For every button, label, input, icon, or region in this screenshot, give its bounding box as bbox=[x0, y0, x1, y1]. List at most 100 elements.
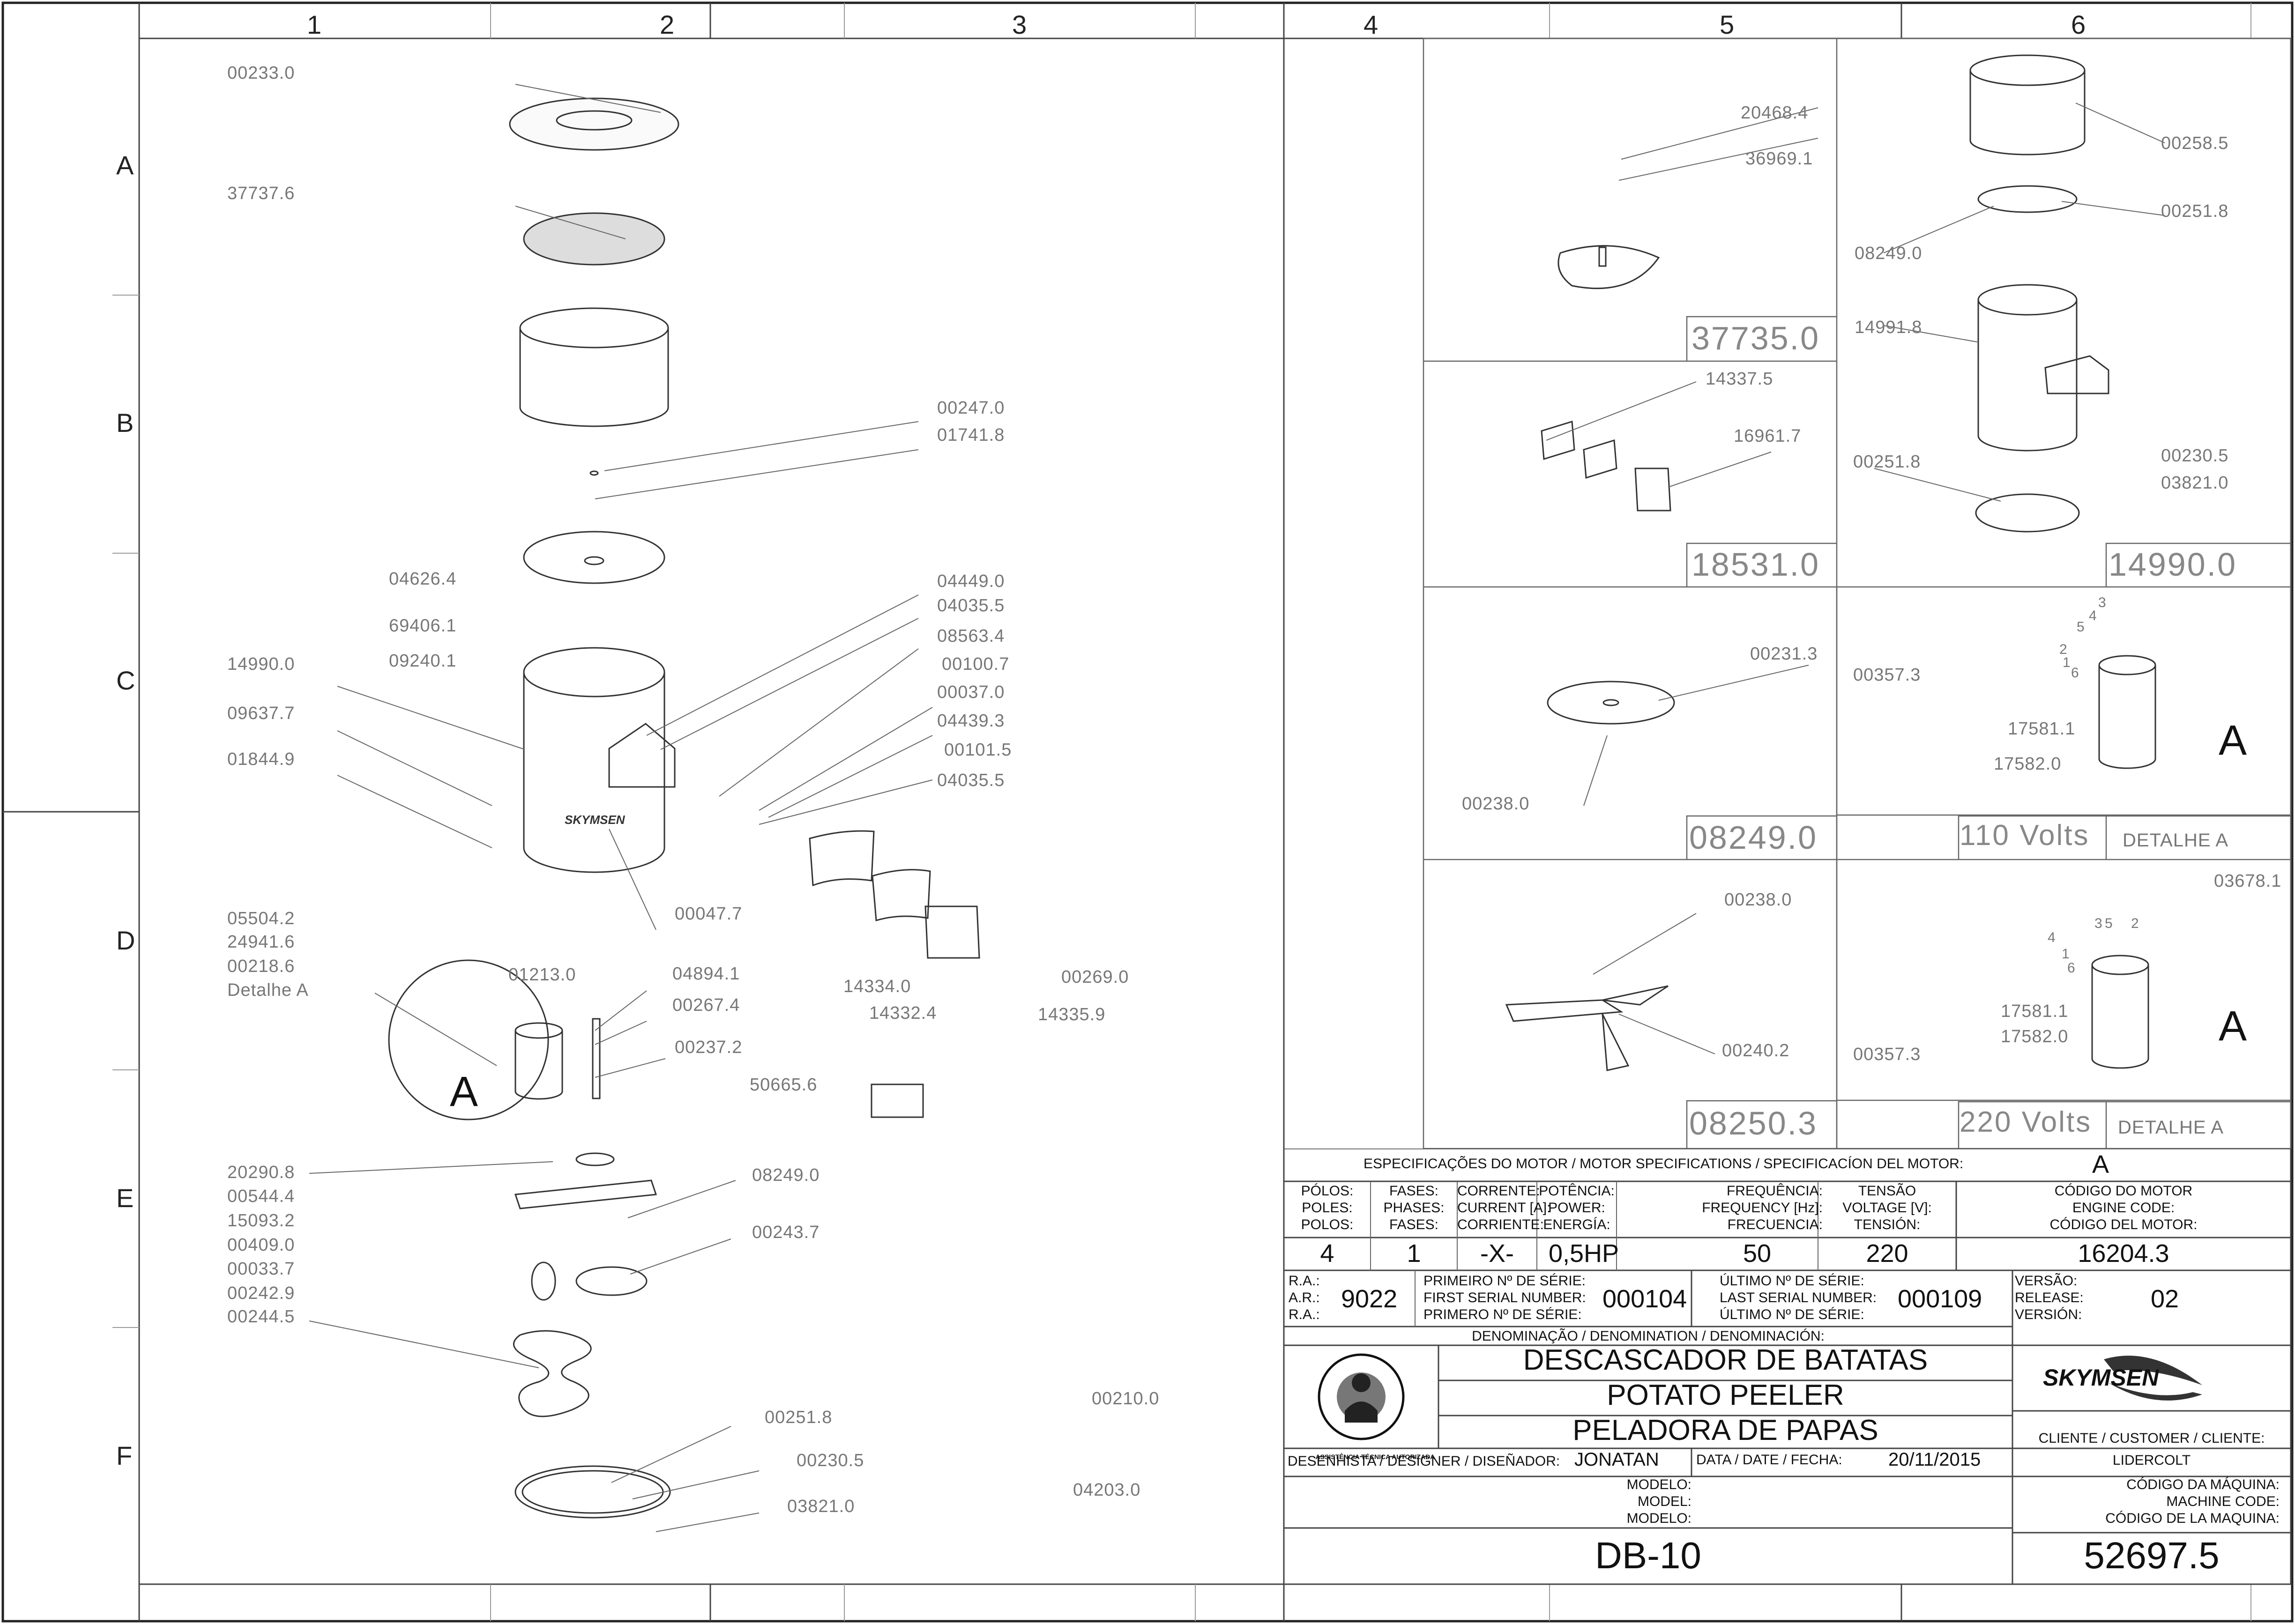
part-label: 00251.8 bbox=[765, 1408, 833, 1427]
part-label: 00237.2 bbox=[675, 1038, 743, 1057]
part-label: 05504.2 bbox=[227, 909, 295, 928]
part-label: 69406.1 bbox=[389, 616, 457, 636]
part-label: 00240.2 bbox=[1722, 1041, 1790, 1060]
frequency-header: FREQUÊNCIA:FREQUENCY [Hz]:FRECUENCIA: bbox=[1702, 1183, 1823, 1232]
column-label-5: 5 bbox=[1720, 10, 1735, 39]
motor-spec-heading: ESPECIFICAÇÕES DO MOTOR / MOTOR SPECIFIC… bbox=[1364, 1156, 1964, 1172]
current-header: CORRENTE:CURRENT [A]:CORRIENTE: bbox=[1457, 1183, 1551, 1232]
part-label: 00101.5 bbox=[944, 740, 1012, 760]
model-labels: MODELO:MODEL:MODELO: bbox=[1626, 1477, 1691, 1526]
part-label: 01741.8 bbox=[937, 425, 1005, 445]
title-block-grid bbox=[1284, 1149, 2291, 1585]
wire-number: 1 bbox=[2063, 655, 2071, 670]
wire-number: 2 bbox=[2059, 642, 2068, 657]
part-label: 09240.1 bbox=[389, 651, 457, 671]
part-label: 00230.5 bbox=[2161, 446, 2229, 466]
wire-number: 3 bbox=[2098, 595, 2107, 610]
row-label-b: B bbox=[116, 408, 134, 438]
wire-number: 2 bbox=[2131, 916, 2139, 931]
wire-number: 6 bbox=[2071, 665, 2079, 681]
part-label: 14991.8 bbox=[1855, 318, 1922, 337]
detail-a-label: Detalhe A bbox=[227, 980, 309, 1000]
subassembly-number: 37735.0 bbox=[1691, 320, 1820, 356]
wire-number: 5 bbox=[2105, 916, 2113, 931]
part-label: 08249.0 bbox=[752, 1165, 820, 1185]
poles-value: 4 bbox=[1320, 1239, 1334, 1268]
motor-spec-value: A bbox=[2092, 1150, 2109, 1179]
drum-brand: SKYMSEN bbox=[565, 813, 625, 827]
authorized-service-stamp bbox=[1318, 1353, 1405, 1440]
power-value: 0,5HP bbox=[1548, 1239, 1619, 1268]
stamp-text: ASSISTÊNCIA TÉCNICA AUTORIZADA bbox=[1315, 1453, 1435, 1461]
row-label-a: A bbox=[116, 150, 134, 180]
part-label: 00247.0 bbox=[937, 398, 1005, 418]
last-serial-value: 000109 bbox=[1898, 1285, 1982, 1313]
part-label: 01213.0 bbox=[508, 965, 576, 985]
part-label: 16961.7 bbox=[1734, 426, 1802, 446]
part-label: 00244.5 bbox=[227, 1307, 295, 1327]
part-label: 14332.4 bbox=[869, 1003, 937, 1023]
voltage-label: 220 Volts bbox=[1960, 1106, 2092, 1138]
part-label: 04203.0 bbox=[1073, 1480, 1141, 1500]
phases-value: 1 bbox=[1407, 1239, 1421, 1268]
part-label: 00231.3 bbox=[1750, 644, 1818, 664]
part-label: 03678.1 bbox=[2214, 871, 2282, 891]
column-label-3: 3 bbox=[1012, 10, 1027, 39]
denomination-label: DENOMINAÇÃO / DENOMINATION / DENOMINACIÓ… bbox=[1472, 1328, 1825, 1344]
part-label: 36969.1 bbox=[1745, 149, 1813, 169]
wire-number: 4 bbox=[2048, 930, 2056, 945]
part-label: 00230.5 bbox=[797, 1451, 864, 1470]
part-label: 00233.0 bbox=[227, 63, 295, 83]
part-label: 14990.0 bbox=[227, 654, 295, 674]
ra-value: 9022 bbox=[1341, 1285, 1398, 1313]
part-label: 24941.6 bbox=[227, 932, 295, 952]
power-header: POTÊNCIA:POWER:ENERGÍA: bbox=[1539, 1183, 1615, 1232]
designer-label: DESENHISTA / DESIGNER / DISEÑADOR: bbox=[1288, 1453, 1560, 1469]
date-value: 20/11/2015 bbox=[1888, 1449, 1981, 1470]
part-label: 00409.0 bbox=[227, 1235, 295, 1255]
part-label: 00238.0 bbox=[1462, 794, 1530, 814]
part-label: 04439.3 bbox=[937, 711, 1005, 731]
part-label: 00258.5 bbox=[2161, 133, 2229, 153]
detail-marker: A bbox=[2219, 1003, 2247, 1050]
part-label: 01844.9 bbox=[227, 749, 295, 769]
brand-logo-mark bbox=[2104, 1356, 2202, 1401]
customer-value: LIDERCOLT bbox=[2112, 1453, 2191, 1468]
part-label: 03821.0 bbox=[2161, 473, 2229, 493]
part-label: 04626.4 bbox=[389, 569, 457, 589]
part-label: 00269.0 bbox=[1061, 967, 1129, 987]
first-serial-labels: PRIMEIRO Nº DE SÉRIE:FIRST SERIAL NUMBER… bbox=[1423, 1273, 1586, 1322]
poles-header: PÓLOS:POLES:POLOS: bbox=[1301, 1183, 1354, 1232]
part-label: 00357.3 bbox=[1853, 665, 1921, 685]
part-label: 00037.0 bbox=[937, 682, 1005, 702]
detail-label: DETALHE A bbox=[2118, 1117, 2224, 1138]
part-label: 14337.5 bbox=[1706, 369, 1773, 389]
part-label: 00251.8 bbox=[2161, 201, 2229, 221]
detail-label: DETALHE A bbox=[2123, 830, 2229, 851]
part-label: 00047.7 bbox=[675, 904, 743, 924]
detail-marker: A bbox=[2219, 717, 2247, 764]
wire-number: 3 bbox=[2094, 916, 2103, 931]
row-label-d: D bbox=[116, 926, 135, 955]
name-english: POTATO PEELER bbox=[1607, 1379, 1844, 1411]
subassembly-number: 08250.3 bbox=[1689, 1105, 1818, 1142]
detail-marker: A bbox=[450, 1068, 478, 1115]
part-label: 09637.7 bbox=[227, 704, 295, 723]
part-label: 08563.4 bbox=[937, 626, 1005, 646]
machine-code-labels: CÓDIGO DA MÁQUINA:MACHINE CODE:CÓDIGO DE… bbox=[2105, 1477, 2280, 1526]
release-labels: VERSÃO:RELEASE:VERSIÓN: bbox=[2015, 1273, 2084, 1322]
designer-value: JONATAN bbox=[1574, 1449, 1659, 1470]
part-label: 04035.5 bbox=[937, 771, 1005, 790]
wire-number: 6 bbox=[2067, 960, 2076, 976]
part-label: 00251.8 bbox=[1853, 452, 1921, 472]
part-label: 37737.6 bbox=[227, 184, 295, 203]
row-label-f: F bbox=[116, 1441, 133, 1470]
part-label: 14334.0 bbox=[843, 977, 911, 996]
part-label: 20468.4 bbox=[1741, 103, 1809, 123]
part-label: 00267.4 bbox=[672, 995, 740, 1015]
part-label: 00210.0 bbox=[1092, 1389, 1160, 1409]
phases-header: FASES:PHASES:FASES: bbox=[1383, 1183, 1445, 1232]
wire-number: 1 bbox=[2062, 946, 2070, 962]
part-label: 04035.5 bbox=[937, 596, 1005, 615]
